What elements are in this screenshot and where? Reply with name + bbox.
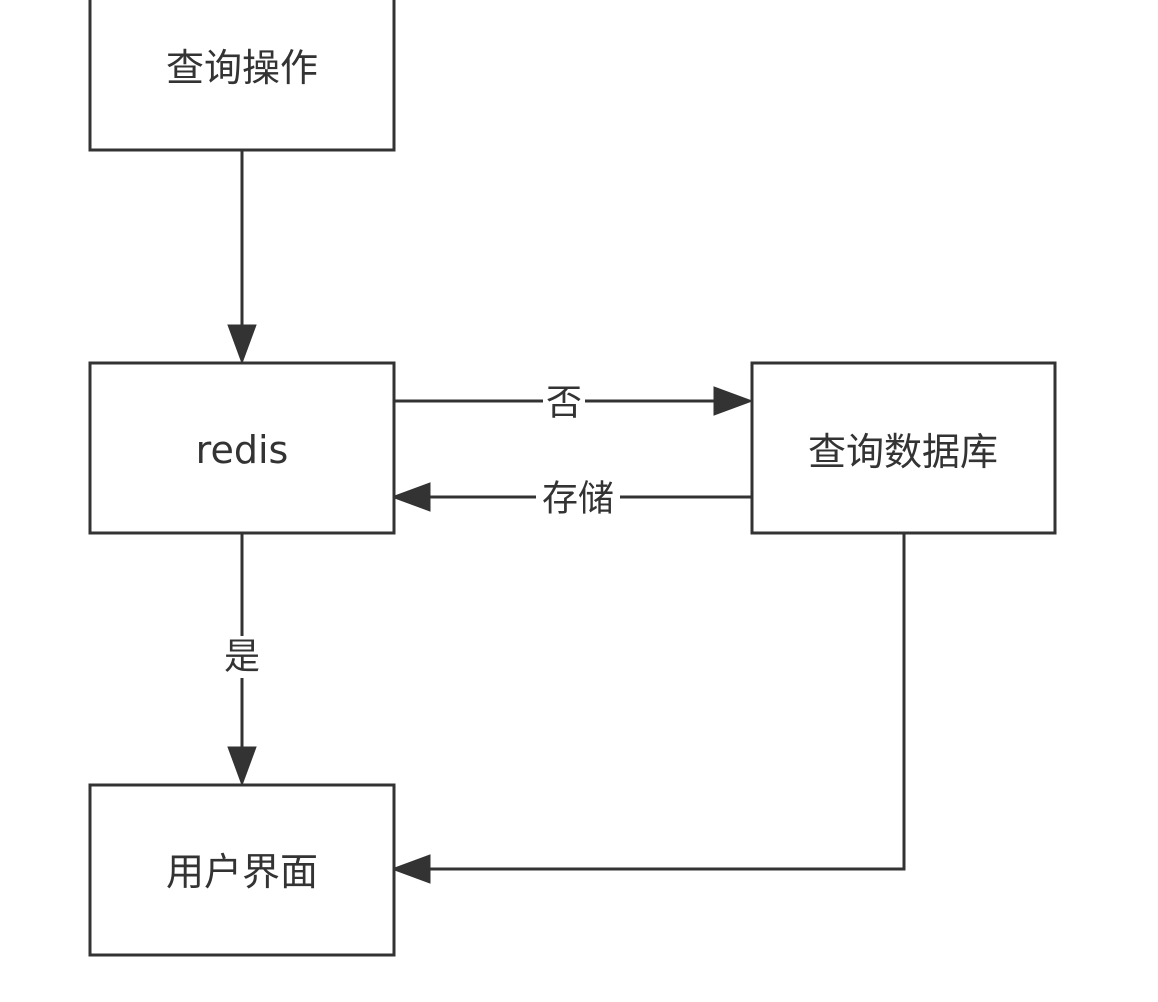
node-redis[interactable]: redis xyxy=(88,361,396,535)
edge-label-no: 否 xyxy=(546,383,582,424)
edge-redis-to-db: 否 xyxy=(394,382,754,424)
node-redis-label: redis xyxy=(196,428,289,472)
edge-db-to-redis: 存储 xyxy=(390,478,752,520)
node-query-operation[interactable]: 查询操作 xyxy=(88,0,396,152)
arrowhead-left-icon xyxy=(390,482,431,512)
edge-label-yes: 是 xyxy=(224,637,260,678)
edge-query-to-redis xyxy=(227,150,257,365)
node-query-database[interactable]: 查询数据库 xyxy=(750,361,1057,535)
arrowhead-down-icon xyxy=(227,746,257,787)
edge-redis-to-ui: 是 xyxy=(220,533,264,787)
arrowhead-down-icon xyxy=(227,324,257,365)
node-query-database-label: 查询数据库 xyxy=(808,430,998,474)
edge-db-to-ui xyxy=(390,533,906,884)
node-user-interface[interactable]: 用户界面 xyxy=(88,783,396,957)
arrowhead-left-icon xyxy=(390,854,431,884)
node-user-interface-label: 用户界面 xyxy=(166,850,318,894)
edge-label-store: 存储 xyxy=(542,479,614,520)
arrowhead-right-icon xyxy=(713,386,754,416)
node-query-operation-label: 查询操作 xyxy=(166,46,318,90)
